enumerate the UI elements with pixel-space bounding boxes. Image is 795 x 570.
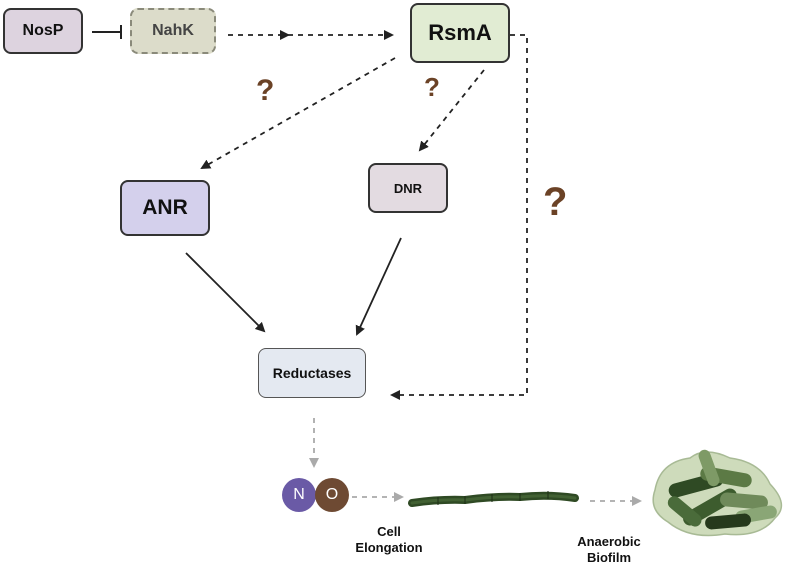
edge-rsma-to-reductases bbox=[390, 34, 528, 400]
node-rsma-label: RsmA bbox=[428, 20, 492, 45]
unknown-mark-reductases: ? bbox=[543, 180, 568, 224]
edge-rsma-to-dnr bbox=[418, 69, 485, 152]
node-nahk-label: NahK bbox=[152, 22, 194, 39]
unknown-mark-anr: ? bbox=[256, 74, 275, 107]
node-nosp: NosP bbox=[3, 8, 83, 54]
edge-dnr-to-reductases bbox=[355, 237, 402, 336]
edge-nahk-mid-arrowhead bbox=[280, 30, 290, 40]
elongated-cell-icon bbox=[408, 491, 579, 507]
node-reductases: Reductases bbox=[258, 348, 366, 398]
node-dnr: DNR bbox=[368, 163, 448, 213]
node-rsma: RsmA bbox=[410, 3, 510, 63]
nitrogen-atom: N bbox=[282, 478, 316, 512]
anaerobic-biofilm-label: Anaerobic Biofilm bbox=[566, 534, 652, 566]
oxygen-atom: O bbox=[315, 478, 349, 512]
node-nahk: NahK bbox=[130, 8, 216, 54]
node-dnr-label: DNR bbox=[393, 180, 423, 196]
node-reductases-label: Reductases bbox=[272, 365, 352, 381]
node-nosp-label: NosP bbox=[22, 22, 64, 39]
edge-anr-to-reductases bbox=[185, 252, 266, 333]
anaerobic-biofilm-line-2: Biofilm bbox=[586, 550, 632, 565]
cell-elongation-line-2: Elongation bbox=[355, 540, 423, 555]
cell-elongation-label: Cell Elongation bbox=[344, 524, 434, 556]
unknown-mark-dnr: ? bbox=[424, 72, 440, 102]
anaerobic-biofilm-icon bbox=[652, 449, 783, 537]
edge-rsma-to-anr bbox=[200, 57, 396, 169]
node-anr-label: ANR bbox=[142, 196, 188, 219]
node-anr: ANR bbox=[120, 180, 210, 236]
edge-nosp-inhibits-nahk bbox=[92, 25, 122, 39]
anaerobic-biofilm-line-1: Anaerobic bbox=[577, 534, 641, 549]
cell-elongation-line-1: Cell bbox=[377, 524, 401, 539]
